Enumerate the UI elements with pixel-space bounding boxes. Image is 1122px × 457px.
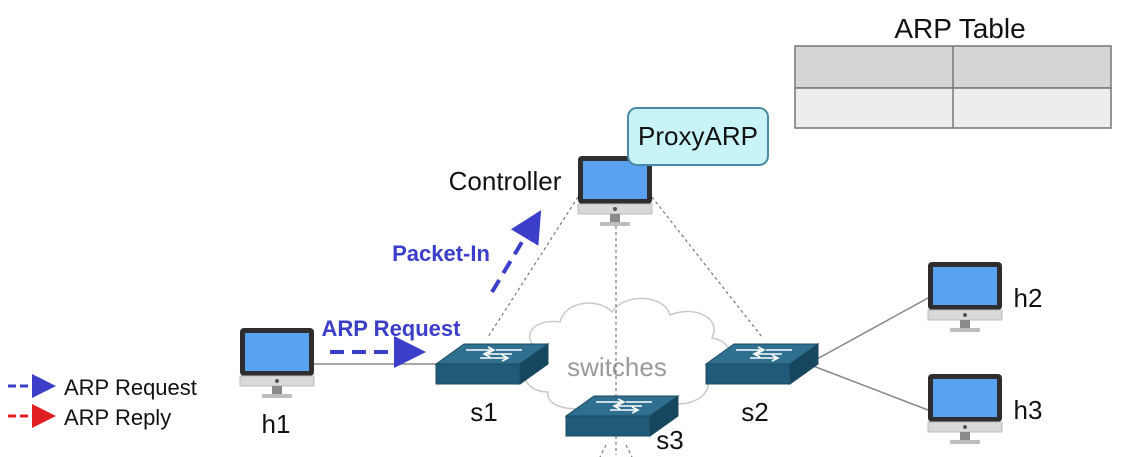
legend-label-reply: ARP Reply bbox=[64, 405, 171, 430]
control-link-s1 bbox=[487, 196, 579, 338]
arp-table-title: ARP Table bbox=[894, 13, 1025, 44]
s3-label: s3 bbox=[656, 425, 683, 455]
legend: ARP Request ARP Reply bbox=[8, 374, 197, 430]
arp-table: ARP Table bbox=[794, 13, 1112, 129]
h1-label: h1 bbox=[262, 409, 291, 439]
controller-label: Controller bbox=[449, 166, 562, 196]
proxyarp-app: ProxyARP bbox=[627, 107, 769, 166]
switch-s3: s3 bbox=[565, 395, 684, 455]
computer-icon bbox=[239, 327, 315, 399]
proxyarp-label: ProxyARP bbox=[638, 121, 758, 151]
packet-in-label: Packet-In bbox=[392, 241, 490, 266]
s1-label: s1 bbox=[470, 397, 497, 427]
dotted-tail-left bbox=[599, 444, 607, 457]
control-links bbox=[487, 196, 763, 457]
s2-label: s2 bbox=[741, 397, 768, 427]
switch-s2: s2 bbox=[705, 343, 819, 427]
host-h3: h3 bbox=[927, 373, 1043, 445]
arrow-packet-in: Packet-In bbox=[392, 210, 542, 294]
legend-item-reply: ARP Reply bbox=[8, 404, 171, 430]
arp-request-arrow-label: ARP Request bbox=[322, 316, 462, 341]
computer-icon bbox=[927, 373, 1003, 445]
computer-icon bbox=[577, 155, 653, 227]
link-s2-h3 bbox=[807, 363, 929, 411]
h2-label: h2 bbox=[1014, 283, 1043, 313]
computer-icon bbox=[927, 261, 1003, 333]
link-s2-h2 bbox=[807, 297, 929, 365]
h3-label: h3 bbox=[1014, 395, 1043, 425]
cloud-label: switches bbox=[567, 352, 667, 382]
proxyarp-box bbox=[627, 107, 769, 166]
switch-s1: s1 bbox=[435, 343, 549, 427]
host-h1: h1 bbox=[239, 327, 315, 439]
switches-cloud: switches bbox=[523, 297, 732, 415]
controller-node: Controller bbox=[449, 155, 653, 227]
legend-label-request: ARP Request bbox=[64, 375, 197, 400]
dotted-tail-right bbox=[625, 444, 633, 457]
legend-item-request: ARP Request bbox=[8, 374, 197, 400]
arrow-arp-request: ARP Request bbox=[322, 316, 462, 368]
host-h2: h2 bbox=[927, 261, 1043, 333]
